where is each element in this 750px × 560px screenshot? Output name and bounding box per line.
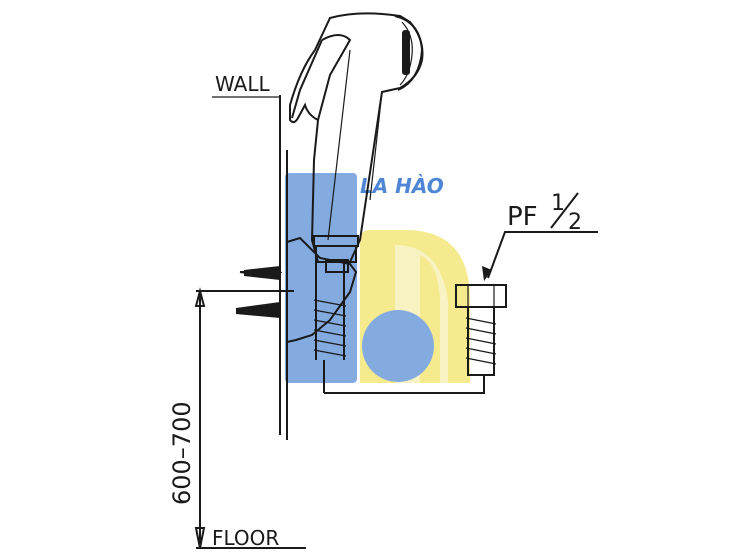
pf-fraction-numerator: 1 xyxy=(551,191,565,216)
spray-head-face xyxy=(394,15,424,91)
wall-label: WALL xyxy=(215,72,271,96)
hose-left-coil xyxy=(313,299,347,357)
hose-left xyxy=(313,262,347,393)
watermark-logo xyxy=(285,173,470,383)
spray-body-line-2 xyxy=(369,91,383,201)
holder-clip xyxy=(325,259,349,273)
pf-fraction-bar xyxy=(550,192,579,229)
logo-blue-bar xyxy=(285,173,357,383)
dim-arrow-top xyxy=(194,287,206,307)
watermark-text: LA HÀO xyxy=(360,174,444,198)
pf-label: PF xyxy=(507,202,538,232)
anchor-bottom-head xyxy=(236,302,280,318)
spray-body-line xyxy=(327,49,351,241)
fitting-thread xyxy=(465,317,497,365)
height-dimension xyxy=(194,287,306,549)
hose-bottom-run xyxy=(324,375,485,394)
spray-trigger xyxy=(291,34,352,121)
pf-fraction-denominator: 2 xyxy=(568,210,582,235)
logo-blue-circle xyxy=(362,310,434,382)
holder-bracket xyxy=(286,236,358,343)
dim-arrow-bottom xyxy=(194,527,206,549)
pf-leader-arrow xyxy=(482,266,492,281)
fitting-stem xyxy=(467,306,495,376)
wall-holder xyxy=(236,236,358,343)
pf-fitting xyxy=(455,284,507,376)
pf-leader xyxy=(487,231,598,279)
spray-nozzle-dark xyxy=(402,30,410,75)
anchor-top-head xyxy=(244,266,280,280)
height-label: 600–700 xyxy=(168,401,196,505)
floor-label: FLOOR xyxy=(212,526,279,550)
